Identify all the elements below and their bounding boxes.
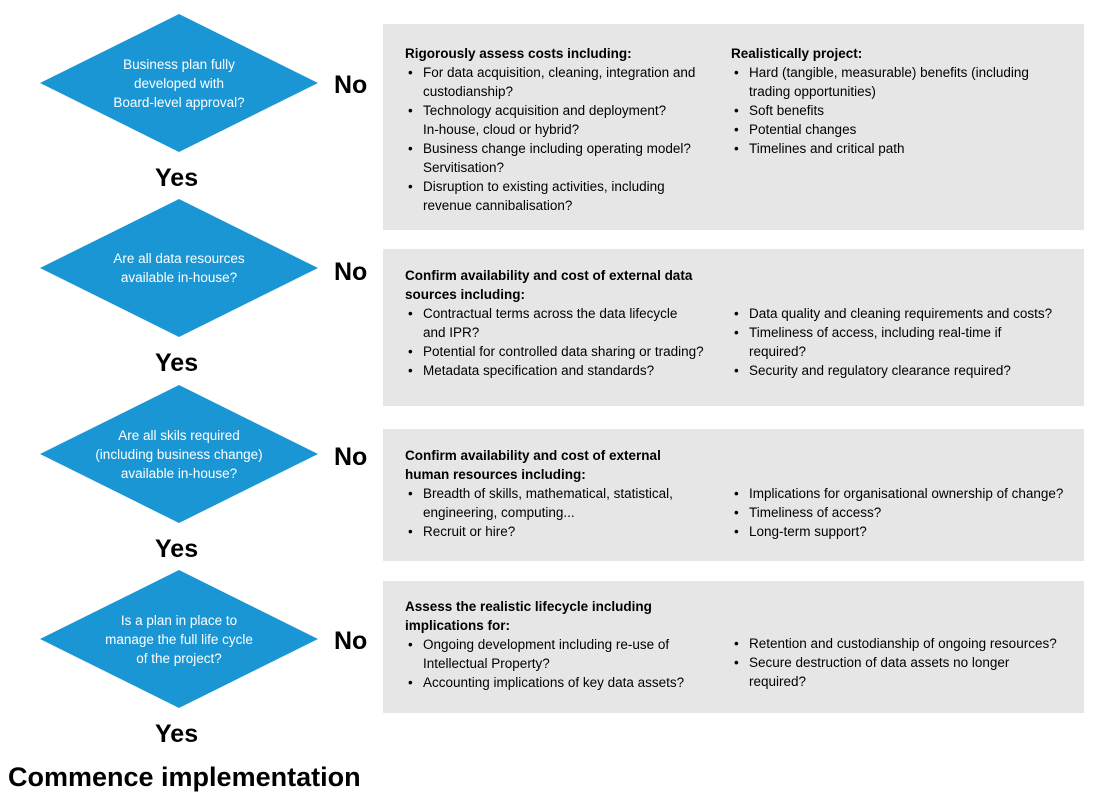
list-item: Timeliness of access? <box>731 503 1076 522</box>
panel-left-column: Confirm availability and cost of externa… <box>405 446 725 541</box>
list-item: Potential for controlled data sharing or… <box>405 342 725 361</box>
decision-diamond-1: Business plan fully developed with Board… <box>40 14 318 152</box>
question-line: Are all skils required <box>118 427 240 443</box>
diamond-shape <box>40 199 318 337</box>
info-panel-1: Rigorously assess costs including: For d… <box>383 24 1084 230</box>
panel-right-column: Implications for organisational ownershi… <box>731 484 1076 541</box>
decision-question: Are all data resources available in-hous… <box>90 199 268 337</box>
panel-left-column: Rigorously assess costs including: For d… <box>405 44 715 215</box>
list-item: Accounting implications of key data asse… <box>405 673 725 692</box>
list-item: Potential changes <box>731 120 1076 139</box>
panel-heading: Assess the realistic lifecycle including… <box>405 599 652 633</box>
yes-label: Yes <box>155 164 199 192</box>
list-item: Secure destruction of data assets no lon… <box>731 653 1076 691</box>
panel-heading: Confirm availability and cost of externa… <box>405 448 661 482</box>
decision-question: Business plan fully developed with Board… <box>90 14 268 152</box>
list-item: Disruption to existing activities, inclu… <box>405 177 715 215</box>
decision-diamond-3: Are all skils required (including busine… <box>40 385 318 523</box>
list-item: Retention and custodianship of ongoing r… <box>731 634 1076 653</box>
info-panel-4: Assess the realistic lifecycle including… <box>383 581 1084 713</box>
no-label: No <box>334 71 368 99</box>
panel-heading: Confirm availability and cost of externa… <box>405 268 693 302</box>
no-label: No <box>334 443 368 471</box>
diamond-shape <box>40 570 318 708</box>
question-line: manage the full life cycle <box>105 631 253 647</box>
panel-right-column: Retention and custodianship of ongoing r… <box>731 634 1076 691</box>
list-item: Breadth of skills, mathematical, statist… <box>405 484 725 522</box>
list-item: For data acquisition, cleaning, integrat… <box>405 63 715 101</box>
decision-diamond-4: Is a plan in place to manage the full li… <box>40 570 318 708</box>
panel-heading: Rigorously assess costs including: <box>405 46 632 61</box>
panel-left-column: Assess the realistic lifecycle including… <box>405 597 725 692</box>
question-line: Business plan fully <box>123 56 235 72</box>
decision-question: Are all skils required (including busine… <box>90 385 268 523</box>
list-item: Timeliness of access, including real-tim… <box>731 323 1076 361</box>
list-item: Long-term support? <box>731 522 1076 541</box>
list-item: Implications for organisational ownershi… <box>731 484 1076 503</box>
no-label: No <box>334 258 368 286</box>
question-line: Are all data resources <box>113 251 245 266</box>
question-line: of the project? <box>136 650 222 666</box>
yes-label: Yes <box>155 349 199 377</box>
list-item: Soft benefits <box>731 101 1076 120</box>
list-item: Recruit or hire? <box>405 522 725 541</box>
panel-heading: Realistically project: <box>731 46 863 61</box>
question-line: Is a plan in place to <box>120 612 238 628</box>
question-line: available in-house? <box>120 465 238 481</box>
panel-right-column: Data quality and cleaning requirements a… <box>731 304 1076 380</box>
info-panel-2: Confirm availability and cost of externa… <box>383 249 1084 406</box>
decision-question: Is a plan in place to manage the full li… <box>90 570 268 708</box>
question-line: available in-house? <box>120 270 238 285</box>
yes-label: Yes <box>155 720 199 748</box>
panel-left-column: Confirm availability and cost of externa… <box>405 266 725 380</box>
list-item: Contractual terms across the data lifecy… <box>405 304 725 342</box>
list-item: Business change including operating mode… <box>405 139 715 177</box>
list-item: Metadata specification and standards? <box>405 361 725 380</box>
question-line: Board-level approval? <box>113 94 245 110</box>
diamond-shape <box>40 385 318 523</box>
panel-right-column: Realistically project: Hard (tangible, m… <box>731 44 1076 158</box>
list-item: Security and regulatory clearance requir… <box>731 361 1076 380</box>
final-outcome-label: Commence implementation <box>8 762 361 792</box>
diamond-shape <box>40 14 318 152</box>
list-item: Hard (tangible, measurable) benefits (in… <box>731 63 1076 101</box>
list-item: Timelines and critical path <box>731 139 1076 158</box>
list-item: Technology acquisition and deployment?In… <box>405 101 715 139</box>
yes-label: Yes <box>155 535 199 563</box>
decision-diamond-2: Are all data resources available in-hous… <box>40 199 318 337</box>
question-line: (including business change) <box>95 446 263 462</box>
list-item: Data quality and cleaning requirements a… <box>731 304 1076 323</box>
question-line: developed with <box>133 75 225 91</box>
no-label: No <box>334 627 368 655</box>
list-item: Ongoing development including re-use ofI… <box>405 635 725 673</box>
info-panel-3: Confirm availability and cost of externa… <box>383 429 1084 561</box>
